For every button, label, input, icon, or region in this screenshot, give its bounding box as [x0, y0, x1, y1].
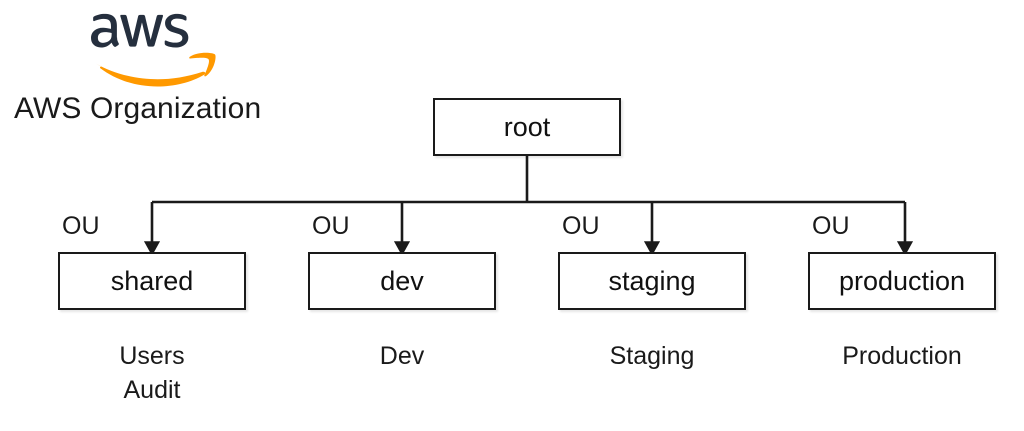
- node-shared[interactable]: shared: [58, 252, 246, 310]
- node-production-label: production: [838, 265, 966, 296]
- aws-logo: [88, 8, 228, 88]
- accounts-dev: Dev: [308, 340, 496, 374]
- node-production[interactable]: production: [808, 252, 996, 310]
- account-item: Dev: [379, 342, 425, 370]
- account-item: Production: [842, 342, 962, 370]
- account-item: Audit: [123, 375, 181, 404]
- node-dev[interactable]: dev: [308, 252, 496, 310]
- node-root[interactable]: root: [433, 98, 621, 156]
- node-root-label: root: [503, 111, 551, 142]
- accounts-shared: Users Audit: [58, 340, 246, 408]
- ou-tag-dev: OU: [312, 212, 350, 240]
- node-staging-label: staging: [608, 265, 696, 296]
- node-shared-label: shared: [110, 265, 194, 296]
- account-item: Users: [119, 342, 185, 370]
- node-staging[interactable]: staging: [558, 252, 746, 310]
- accounts-production: Production: [808, 340, 996, 374]
- node-dev-label: dev: [380, 265, 424, 296]
- ou-tag-staging: OU: [562, 212, 600, 240]
- aws-organization-title: AWS Organization: [14, 92, 262, 125]
- accounts-staging: Staging: [558, 340, 746, 374]
- ou-tag-production: OU: [812, 212, 850, 240]
- account-item: Staging: [609, 342, 695, 370]
- ou-tag-shared: OU: [62, 212, 100, 240]
